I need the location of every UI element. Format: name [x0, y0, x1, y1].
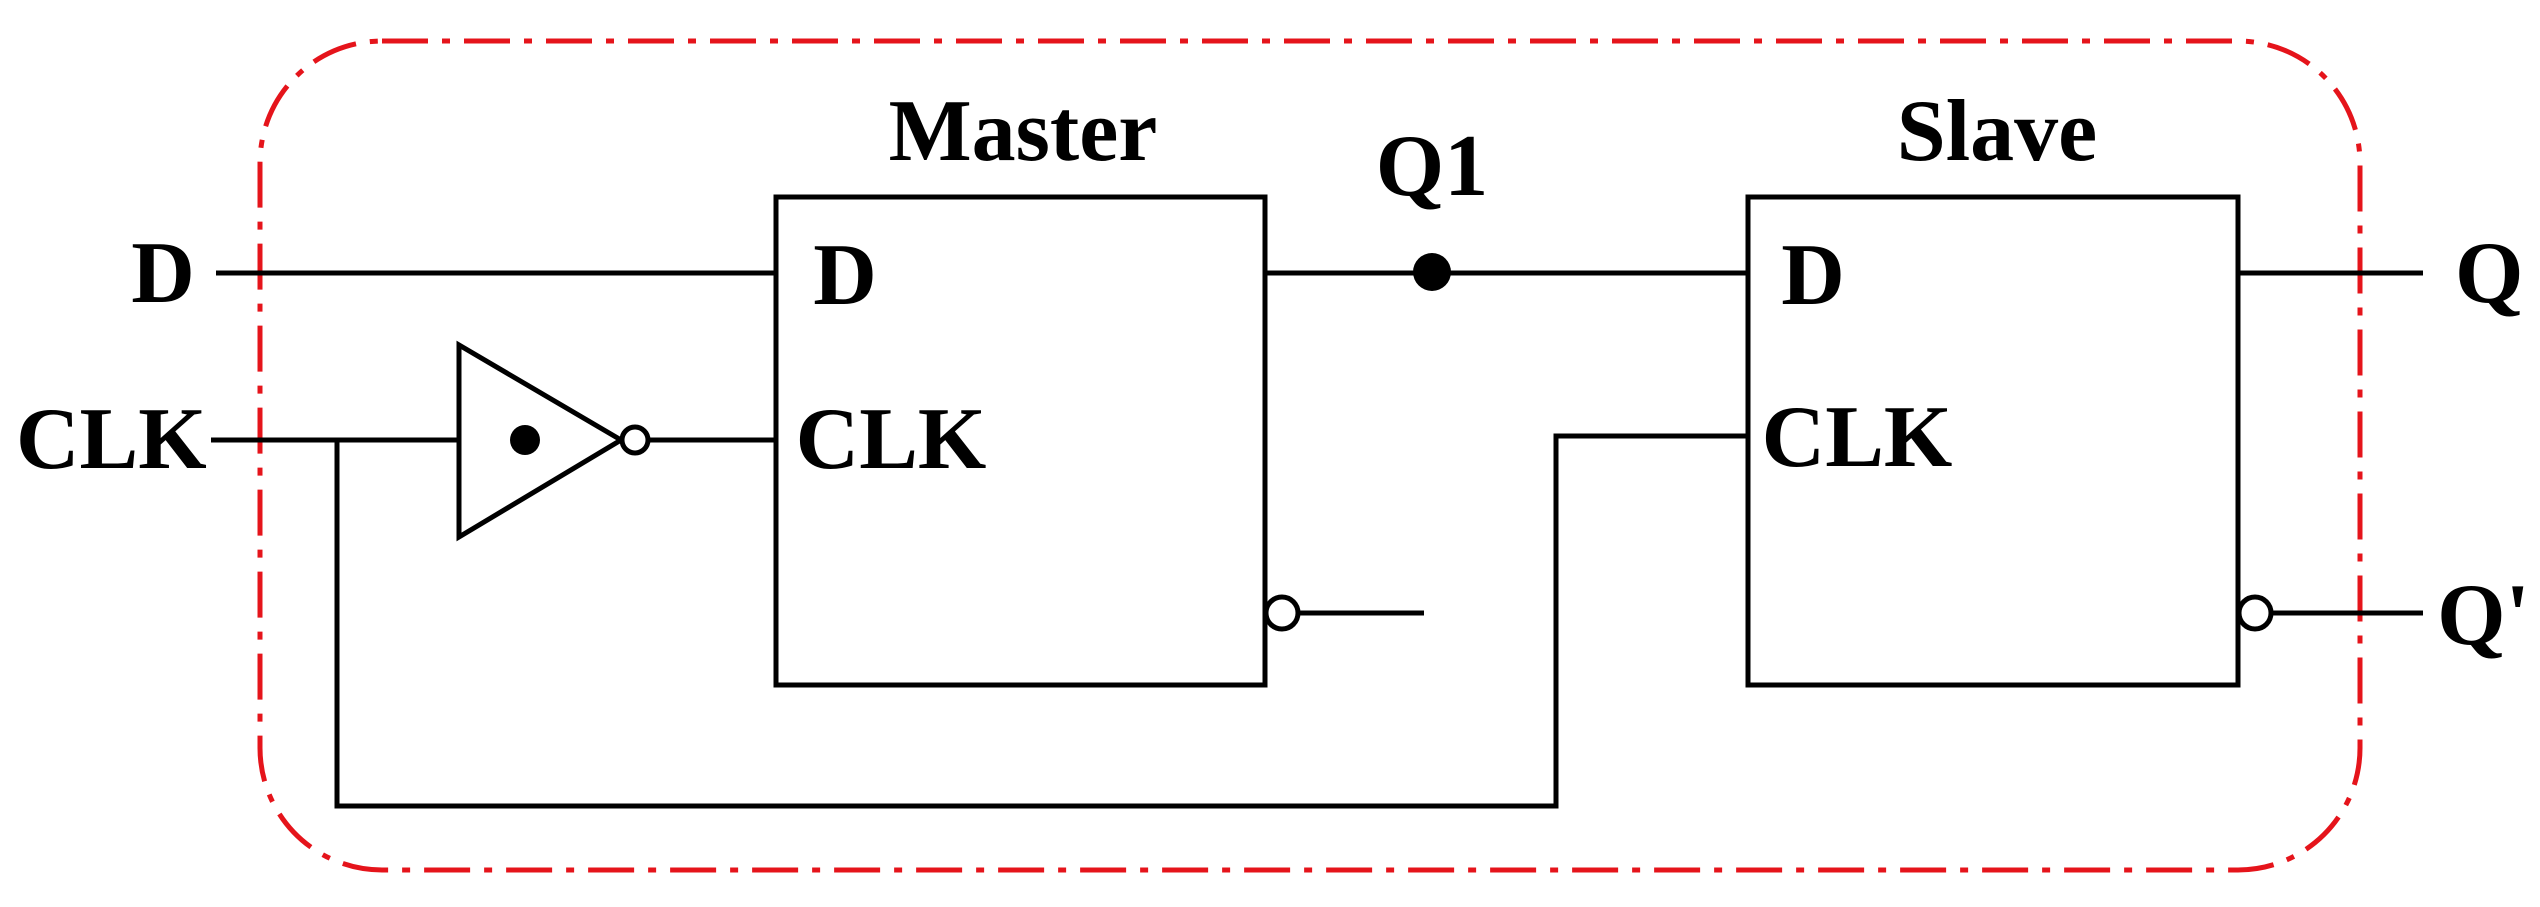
master-q-bar-bubble: [1263, 594, 1301, 632]
master-pin-d-label: D: [813, 227, 877, 324]
master-latch-box: [773, 194, 1268, 688]
output-q-bar-label: Q': [2437, 567, 2530, 664]
input-d-label: D: [131, 225, 195, 322]
circuit-boundary: [257, 38, 2363, 873]
master-title: Master: [889, 83, 1158, 180]
inverter-output-bubble: [619, 424, 651, 456]
slave-title: Slave: [1897, 83, 2097, 180]
inverter-gate: [456, 340, 626, 542]
input-clk-label: CLK: [16, 391, 207, 488]
clk-feedback-wire: [334, 433, 1748, 809]
master-pin-clk-label: CLK: [796, 391, 987, 488]
q1-node-label: Q1: [1376, 118, 1488, 215]
q1-node-dot: [1413, 253, 1451, 291]
slave-pin-clk-label: CLK: [1762, 389, 1953, 486]
slave-q-bar-bubble: [2236, 594, 2274, 632]
slave-pin-d-label: D: [1781, 227, 1845, 324]
inverter-center-dot: [510, 425, 540, 455]
slave-latch-box: [1745, 194, 2241, 688]
wires: [211, 194, 2423, 809]
output-q-label: Q: [2455, 225, 2523, 322]
